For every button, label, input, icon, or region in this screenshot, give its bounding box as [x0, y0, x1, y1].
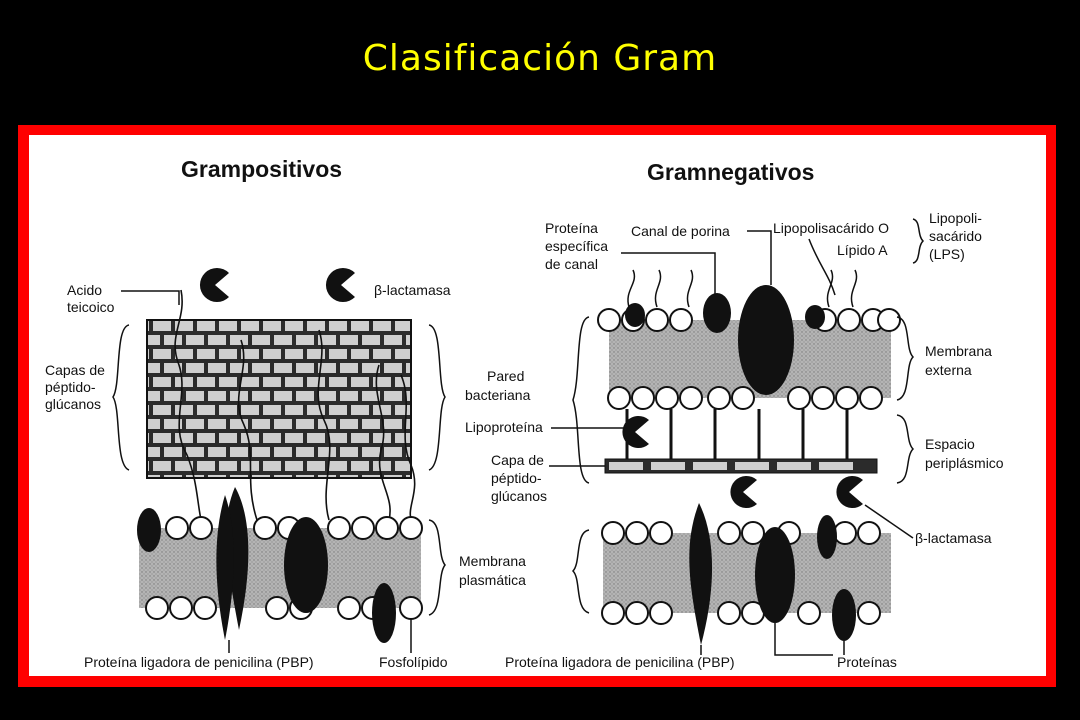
gram-diagram: Grampositivos Acido teicoico β-lactamasa…: [45, 156, 1004, 670]
capa-peptidoglucanos-label: Capa de péptido- glúcanos: [491, 452, 547, 504]
proteinas-leader: [774, 623, 845, 656]
svg-text:(LPS): (LPS): [929, 246, 965, 262]
pbp-label-right: Proteína ligadora de penicilina (PBP): [505, 654, 735, 670]
lactamasa-leader-right: [864, 504, 914, 539]
slide-title: Clasificación Gram: [362, 38, 718, 79]
lps-label: Lipopoli- sacárido (LPS): [929, 210, 982, 262]
membrana-ext-brace: [896, 316, 915, 401]
inner-membrane-heads: [601, 521, 881, 625]
proteina-leader: [621, 252, 716, 295]
svg-text:Membrana: Membrana: [925, 343, 992, 359]
svg-text:de canal: de canal: [545, 256, 598, 272]
pared-brace: [428, 324, 446, 471]
peptidoglycan-wall-left: [146, 319, 412, 479]
canal-porina-label: Canal de porina: [631, 223, 730, 239]
grampositivos-header: Grampositivos: [181, 156, 342, 182]
teichoic-acid-strands: [174, 289, 416, 521]
svg-text:sacárido: sacárido: [929, 228, 982, 244]
beta-lactamase-icon: [622, 415, 649, 448]
svg-text:Capa de: Capa de: [491, 452, 544, 468]
proteina-canal-label: Proteína específica de canal: [545, 220, 608, 272]
lps-brace: [912, 218, 925, 264]
pbp-label-left: Proteína ligadora de penicilina (PBP): [84, 654, 314, 670]
proteinas-label: Proteínas: [837, 654, 897, 670]
svg-text:bacteriana: bacteriana: [465, 387, 531, 403]
beta-lactamasa-label-right: β-lactamasa: [915, 530, 992, 546]
diagram-panel: Grampositivos Acido teicoico β-lactamasa…: [29, 135, 1046, 676]
inner-membrane-proteins: [689, 503, 856, 645]
membrana-externa-label: Membrana externa: [925, 343, 992, 378]
svg-text:Lipopoli-: Lipopoli-: [929, 210, 982, 226]
thin-peptidoglycan-bricks: [609, 462, 853, 470]
svg-text:péptido-: péptido-: [491, 470, 542, 486]
beta-lactamase-icon: [730, 475, 757, 508]
svg-text:Proteína: Proteína: [545, 220, 598, 236]
outer-membrane-proteins: [625, 285, 825, 395]
svg-text:Membrana: Membrana: [459, 553, 526, 569]
porina-leader: [747, 230, 772, 285]
lps-strands: [627, 269, 858, 308]
membrana-brace-left: [428, 519, 446, 616]
beta-lactamase-icon: [836, 475, 863, 508]
svg-text:Lípido A: Lípido A: [837, 242, 888, 258]
capas-brace: [112, 324, 130, 471]
svg-text:Capas de: Capas de: [45, 362, 105, 378]
beta-lactamase-icon: [325, 268, 355, 302]
membrana-plasmatica-label: Membrana plasmática: [459, 553, 526, 588]
espacio-brace: [896, 414, 915, 484]
svg-text:externa: externa: [925, 362, 972, 378]
svg-text:péptido-: péptido-: [45, 379, 96, 395]
acido-leader: [121, 290, 180, 305]
svg-text:periplásmico: periplásmico: [925, 455, 1004, 471]
fosfolipido-label: Fosfolípido: [379, 654, 448, 670]
plasma-membrane-left: [139, 528, 421, 608]
beta-lactamasa-label-left: β-lactamasa: [374, 282, 451, 298]
svg-text:Pared: Pared: [487, 368, 524, 384]
svg-text:Espacio: Espacio: [925, 436, 975, 452]
gramnegativos-header: Gramnegativos: [647, 159, 814, 185]
outer-membrane-heads: [597, 308, 901, 410]
svg-text:teicoico: teicoico: [67, 299, 115, 315]
svg-text:específica: específica: [545, 238, 608, 254]
lipoproteina-label: Lipoproteína: [465, 419, 543, 435]
pared-bacteriana-label: Pared bacteriana: [465, 368, 531, 403]
lipoprotein-posts: [625, 409, 849, 459]
beta-lactamase-icon: [199, 268, 229, 302]
svg-text:Acido: Acido: [67, 282, 102, 298]
membrana-brace-right: [571, 529, 590, 614]
lipopolisacarido-label: Lipopolisacárido O Lípido A: [773, 220, 889, 258]
svg-text:plasmática: plasmática: [459, 572, 526, 588]
lipopolisacarido-leader: [808, 238, 836, 296]
pared-brace-right: [572, 316, 590, 484]
acido-teicoico-label: Acido teicoico: [67, 282, 115, 315]
espacio-periplasmico-label: Espacio periplásmico: [925, 436, 1004, 471]
membrane-proteins-left: [137, 487, 396, 643]
svg-text:glúcanos: glúcanos: [45, 396, 101, 412]
svg-text:glúcanos: glúcanos: [491, 488, 547, 504]
capas-label-left: Capas de péptido- glúcanos: [45, 362, 105, 412]
svg-text:Lipopolisacárido O: Lipopolisacárido O: [773, 220, 889, 236]
